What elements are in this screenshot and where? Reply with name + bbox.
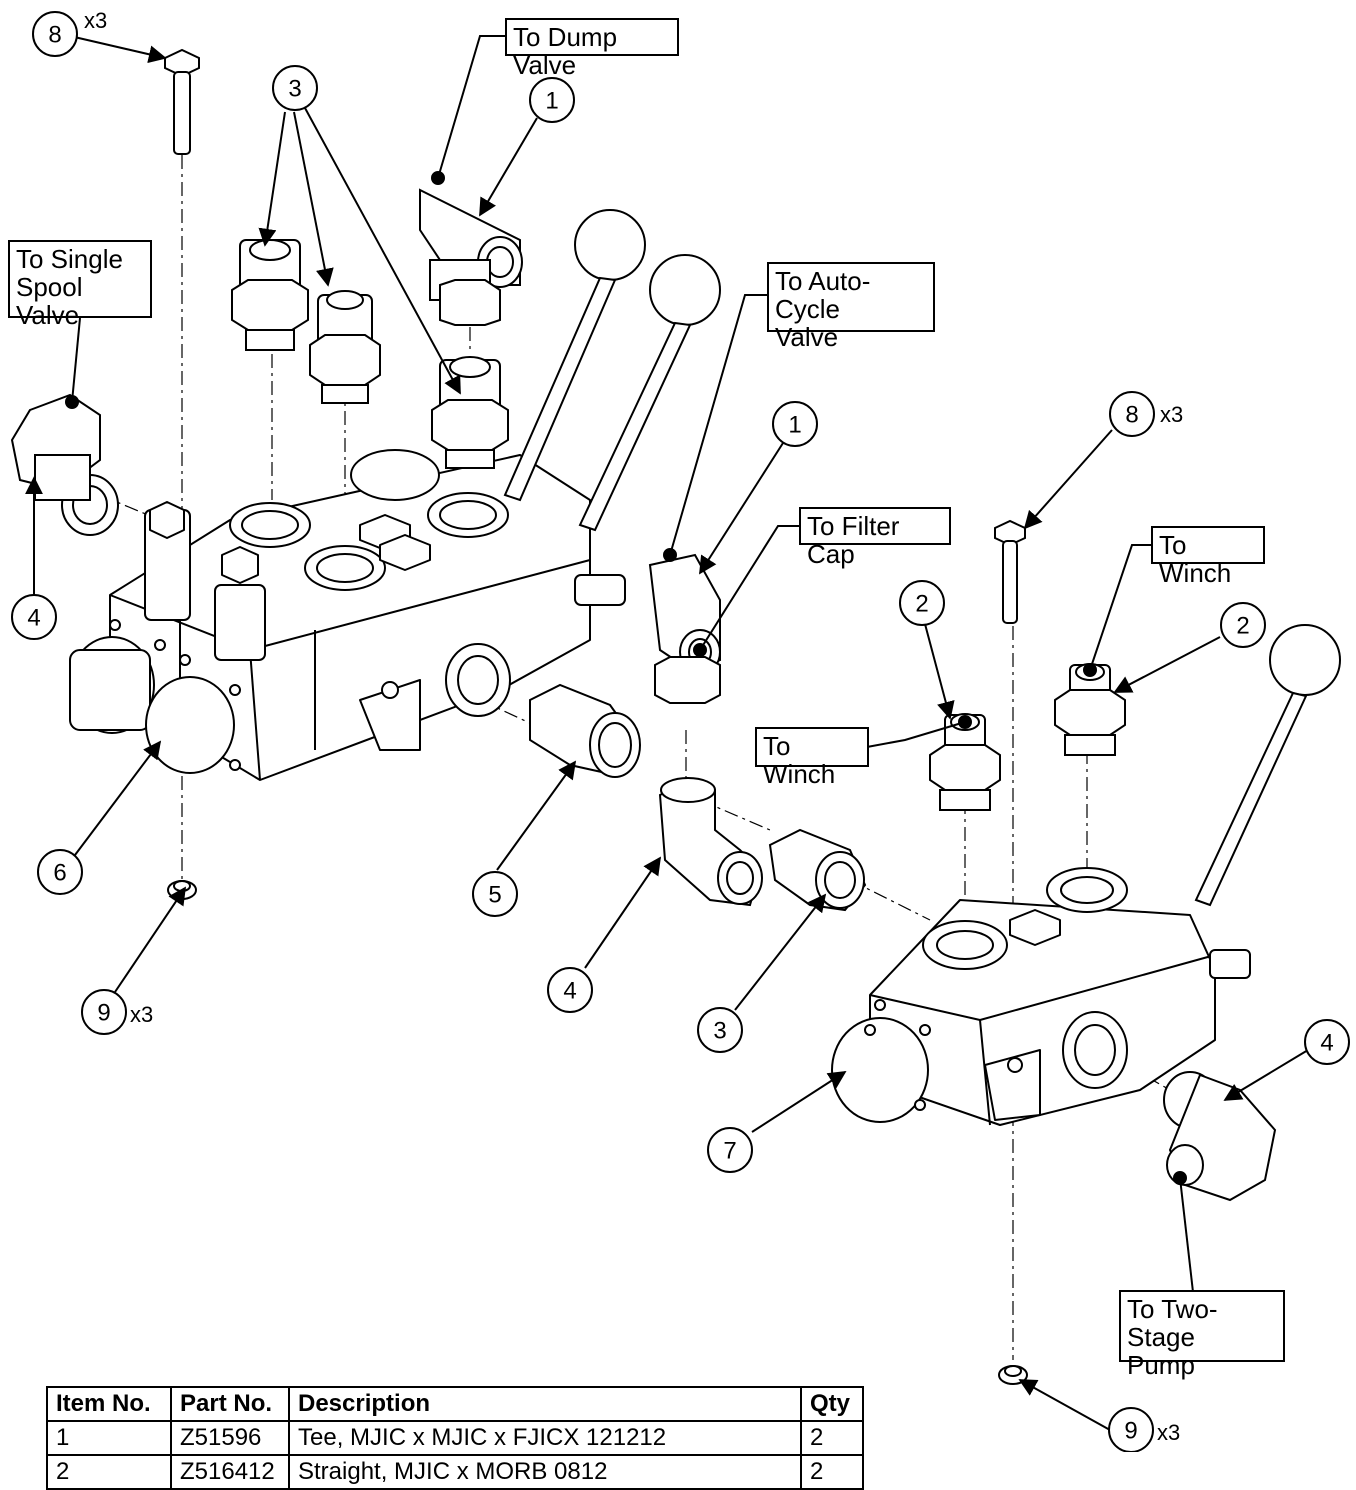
callout-to-filter-cap: To Filter Cap [799,507,951,568]
balloon-label: 5 [488,882,501,909]
leader-lines [25,35,1309,1431]
balloon-3-lower [697,1007,743,1053]
quantity-multiplier: x3 [130,1002,153,1027]
quantity-multiplier: x3 [1160,402,1183,427]
balloon-label: 4 [27,605,40,632]
balloon-1-top [529,77,575,123]
bom-header-description: Description [288,1386,802,1422]
straight-fittings-item-2 [929,663,1126,811]
balloon-2-right [1220,602,1266,648]
balloon-7 [707,1127,753,1173]
bom-description: Tee, MJIC x MJIC x FJICX 121212 [288,1420,802,1456]
table-row: 1 Z51596 Tee, MJIC x MJIC x FJICX 121212… [46,1420,864,1456]
balloon-4-right [1304,1019,1350,1065]
bom-item-no: 2 [46,1454,172,1490]
bom-part-no: Z51596 [170,1420,290,1456]
elbow-fitting-item-4-left [10,393,119,536]
balloon-1-middle [772,401,818,447]
balloon-label: 2 [1236,613,1249,640]
balloon-label: 4 [1320,1030,1333,1057]
callout-to-dump-valve: To Dump Valve [505,18,679,79]
tee-fitting-item-1-middle [648,553,721,704]
balloon-2-left [899,580,945,626]
callout-to-single-spool-valve: To Single Spool Valve [8,240,152,329]
balloon-label: 3 [713,1018,726,1045]
balloon-label: 8 [1125,402,1138,429]
balloon-9-right [1108,1407,1154,1452]
callout-to-auto-cycle-valve: To Auto-Cycle Valve [767,262,935,351]
callout-to-two-stage-pump: To Two-Stage Pump [1119,1290,1285,1379]
bom-header-row: Item No. Part No. Description Qty [46,1386,864,1422]
balloon-6 [37,849,83,895]
balloon-label: 6 [53,860,66,887]
callout-to-winch-top: To Winch [1151,526,1265,587]
balloon-label: 9 [97,1000,110,1027]
balloon-3-top [272,65,318,111]
fittings-item-3-top [231,239,509,469]
straight-fitting-item-5 [529,683,641,778]
bom-part-no: Z516412 [170,1454,290,1490]
balloon-label: 3 [288,76,301,103]
right-valve-body [831,867,1251,1126]
balloon-label: 9 [1124,1418,1137,1445]
balloon-label: 2 [915,591,928,618]
balloon-label: 4 [563,978,576,1005]
left-levers [503,209,721,606]
balloon-4-left [11,594,57,640]
bom-qty: 2 [800,1420,864,1456]
bom-header-qty: Qty [800,1386,864,1422]
balloon-label: 7 [723,1138,736,1165]
balloon-9-left [81,989,127,1035]
bill-of-materials-table: Item No. Part No. Description Qty 1 Z515… [46,1386,864,1490]
left-valve-body [69,449,591,781]
straight-fitting-item-3-lower [768,828,867,912]
quantity-multiplier: x3 [1157,1420,1180,1445]
balloon-label: 1 [545,88,558,115]
tee-fitting-item-1-top [419,188,523,326]
right-lever [1194,624,1341,907]
bom-header-part-no: Part No. [170,1386,290,1422]
balloon-8-top-left [32,11,78,57]
balloon-label: 1 [788,412,801,439]
balloon-4-middle [547,967,593,1013]
exploded-assembly-drawing: 8 3 1 4 1 8 2 2 6 5 4 3 9 4 7 9 x3 x3 x3… [10,8,1350,1452]
bom-qty: 2 [800,1454,864,1490]
bom-header-item-no: Item No. [46,1386,172,1422]
item-balloons [11,11,1350,1452]
elbow-fitting-item-4-right [1163,1071,1277,1202]
bom-item-no: 1 [46,1420,172,1456]
balloon-5 [472,871,518,917]
balloon-8-right [1109,391,1155,437]
elbow-fitting-item-4-middle [658,777,763,907]
balloon-label: 8 [48,22,61,49]
callout-to-winch-left: To Winch [755,727,869,788]
bom-description: Straight, MJIC x MORB 0812 [288,1454,802,1490]
table-row: 2 Z516412 Straight, MJIC x MORB 0812 2 [46,1454,864,1490]
quantity-multiplier: x3 [84,8,107,33]
